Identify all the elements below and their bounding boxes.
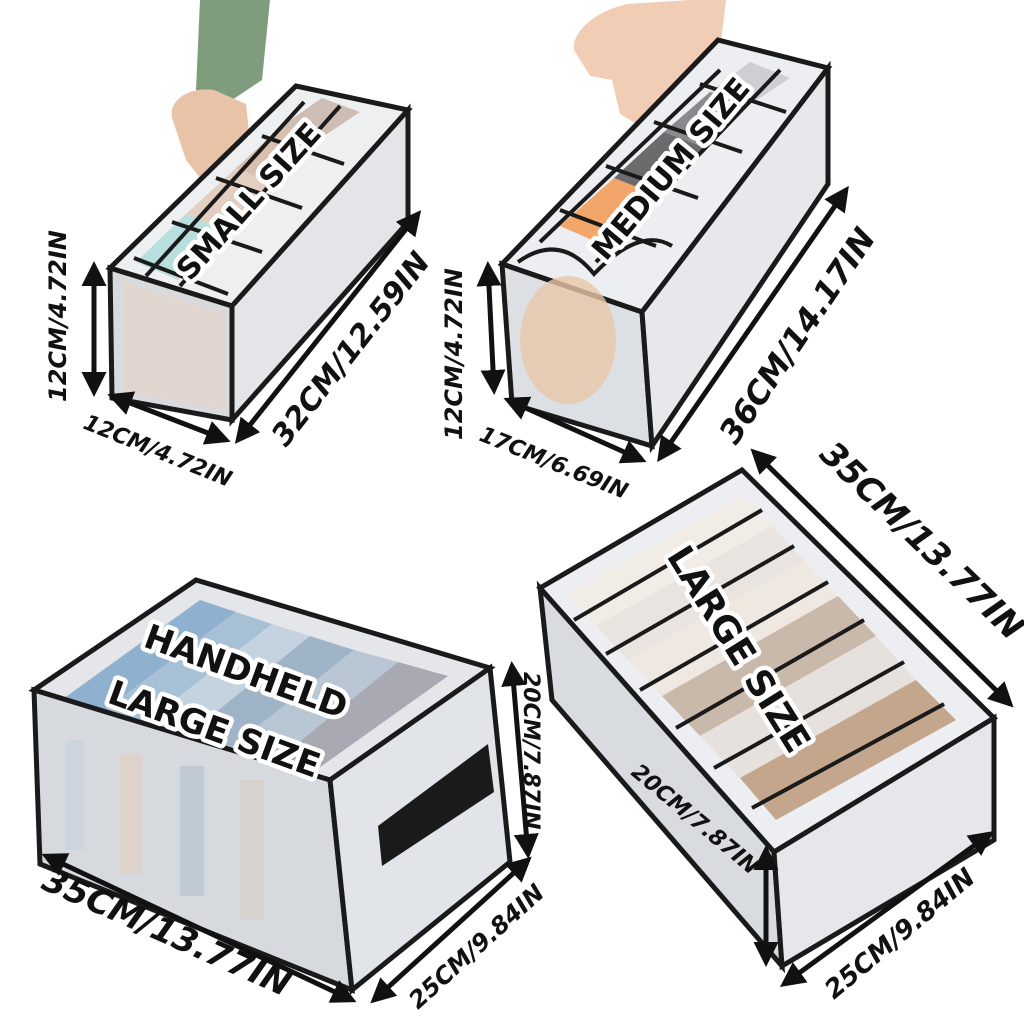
small-width-label: 12CM/4.72IN	[80, 410, 235, 492]
medium-height-arrow	[476, 261, 506, 395]
handheld-width-arrow	[370, 856, 532, 1004]
sleeve-shape	[196, 0, 270, 100]
small-height-label: 12CM/4.72IN	[44, 230, 72, 402]
large-width-arrow	[779, 831, 995, 987]
small-width-arrow	[107, 391, 231, 445]
medium-length-arrow	[657, 185, 849, 463]
medium-height-label: 12CM/4.72IN	[440, 268, 468, 440]
medium-width-arrow	[503, 396, 647, 464]
handheld-large-organizer-image	[28, 577, 513, 995]
small-length-arrow	[234, 210, 422, 444]
large-length-arrow	[750, 448, 1014, 708]
handheld-length-arrow	[41, 853, 357, 1003]
hand-shape	[573, 0, 726, 126]
handheld-height-arrow	[501, 661, 539, 859]
handheld-height-label: 20CM/7.87IN	[518, 672, 543, 830]
